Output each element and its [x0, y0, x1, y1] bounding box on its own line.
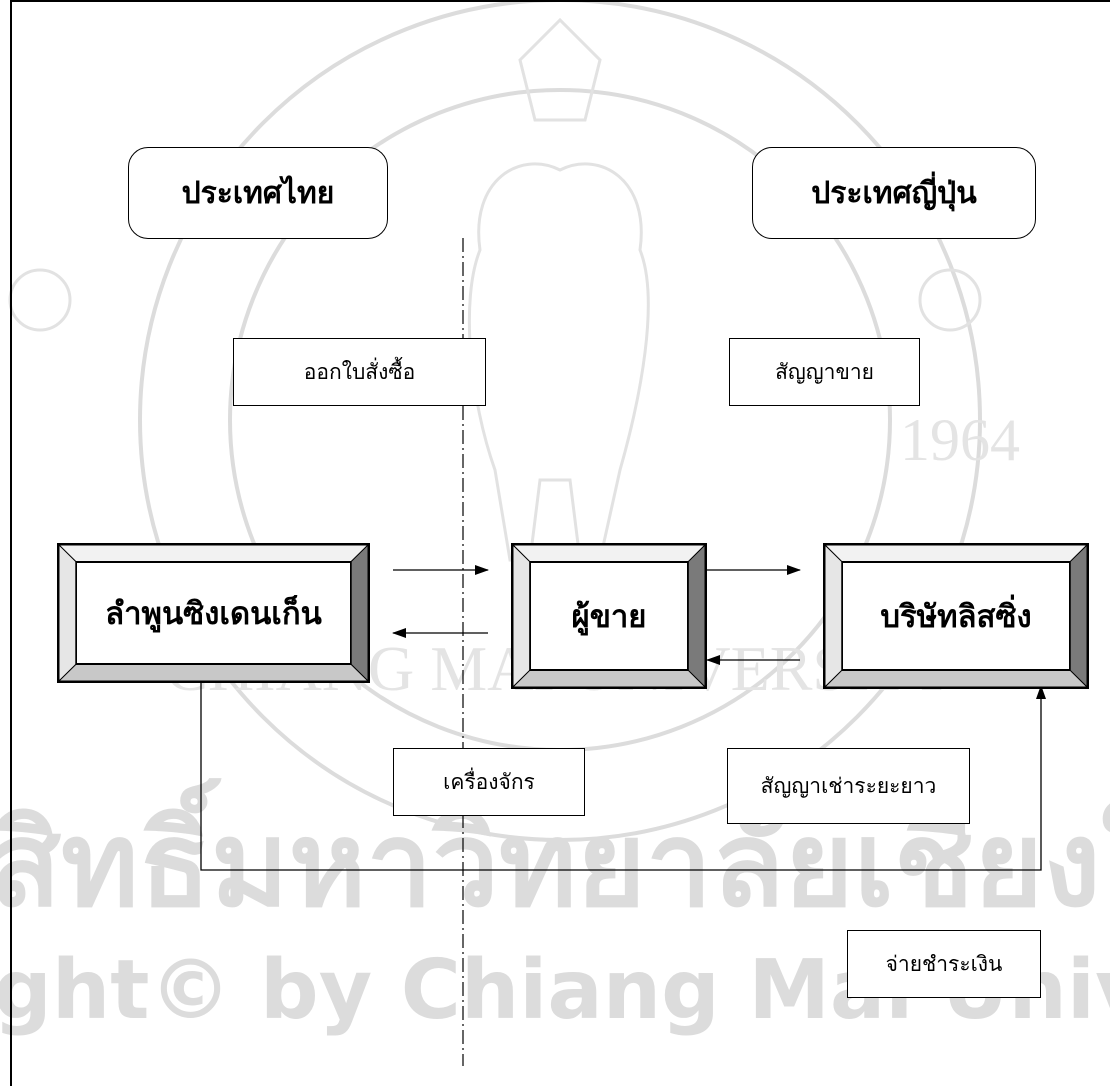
- long-term-lease-label: สัญญาเช่าระยะยาว: [760, 773, 937, 798]
- sales-contract-label: สัญญาขาย: [775, 359, 874, 384]
- payment-label: จ่ายชำระเงิน: [885, 951, 1003, 976]
- country-japan-label: ประเทศญี่ปุ่น: [811, 175, 977, 211]
- leasing-entity-inner: บริษัทลิสซิ่ง: [842, 562, 1070, 670]
- seller-entity-inner: ผู้ขาย: [530, 562, 688, 670]
- leasing-entity-box: บริษัทลิสซิ่ง: [823, 543, 1089, 689]
- payment-box: จ่ายชำระเงิน: [847, 930, 1041, 998]
- long-term-lease-box: สัญญาเช่าระยะยาว: [727, 748, 970, 824]
- page-frame: [10, 0, 1110, 1086]
- seller-bevel-frame: [513, 545, 705, 687]
- lamphun-entity-box: ลำพูนซิงเดนเก็น: [57, 543, 370, 683]
- country-thailand-box: ประเทศไทย: [128, 147, 388, 239]
- machinery-box: เครื่องจักร: [393, 748, 585, 816]
- machinery-label: เครื่องจักร: [443, 769, 535, 794]
- payment-path-line: [200, 682, 1046, 871]
- sales-contract-box: สัญญาขาย: [729, 338, 920, 406]
- lamphun-entity-inner: ลำพูนซิงเดนเก็น: [76, 562, 351, 664]
- leasing-entity-label: บริษัทลิสซิ่ง: [880, 599, 1032, 635]
- seller-entity-label: ผู้ขาย: [571, 599, 647, 635]
- purchase-order-label: ออกใบสั่งซื้อ: [303, 359, 416, 384]
- country-japan-box: ประเทศญี่ปุ่น: [752, 147, 1036, 239]
- leasing-bevel-frame: [825, 545, 1087, 687]
- seller-entity-box: ผู้ขาย: [511, 543, 707, 689]
- lamphun-entity-label: ลำพูนซิงเดนเก็น: [105, 596, 322, 632]
- purchase-order-box: ออกใบสั่งซื้อ: [233, 338, 486, 406]
- country-thailand-label: ประเทศไทย: [181, 175, 335, 211]
- lamphun-bevel-frame: [59, 545, 368, 681]
